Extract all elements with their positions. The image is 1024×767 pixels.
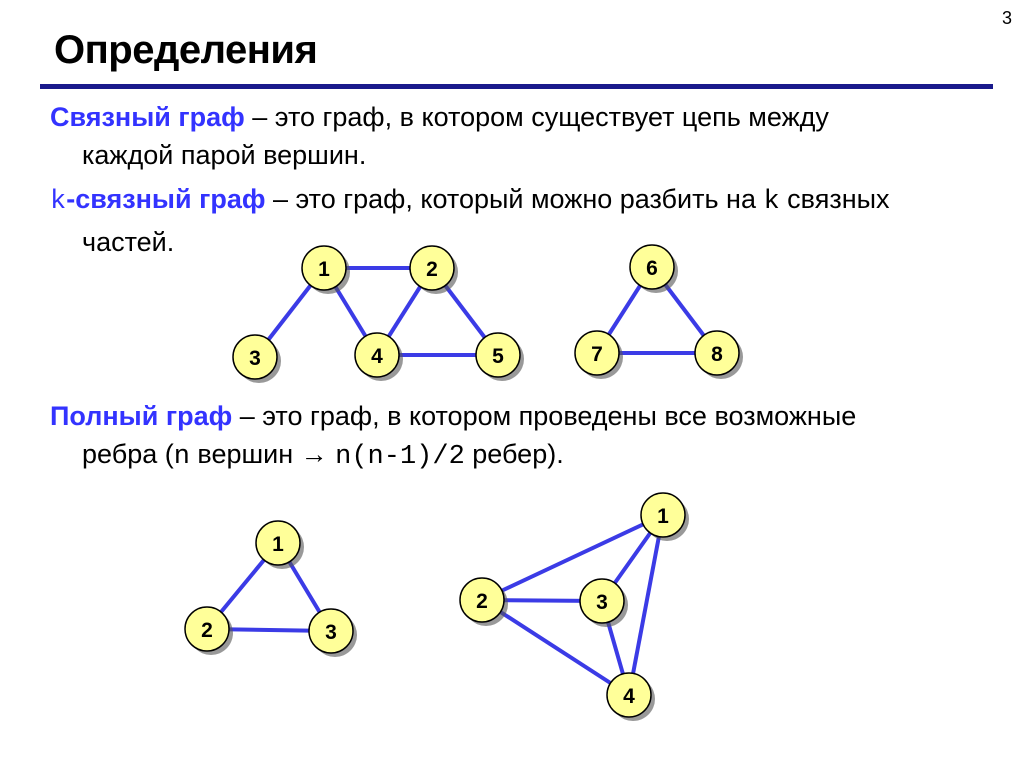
node-circle (475, 332, 521, 378)
node-label: 8 (711, 343, 723, 366)
term-k: k (50, 187, 67, 217)
term: Полный граф (50, 401, 233, 431)
graph-node: 1 (640, 492, 689, 541)
graph-connected_a: 1 2 3 4 5 (232, 245, 524, 383)
graph-node: 1 (255, 520, 304, 569)
graph-node: 1 (301, 245, 350, 294)
node-label: 1 (318, 258, 330, 281)
definition-text-cont: частей. (82, 227, 175, 257)
term: -связный граф (66, 184, 266, 214)
node-circle (301, 245, 347, 291)
node-circle (409, 245, 455, 291)
graph-connected_b: 6 7 8 (574, 244, 743, 379)
node-label: 4 (371, 345, 383, 368)
definition-k-connected: k-связный граф – это граф, который можно… (50, 180, 970, 261)
node-circle (694, 330, 740, 376)
slide-title: Определения (54, 28, 318, 72)
node-circle (255, 520, 301, 566)
text: вершин → (189, 439, 336, 469)
text: ребра ( (82, 439, 174, 469)
graph-node: 3 (232, 334, 281, 383)
page-number: 3 (1001, 8, 1012, 28)
definition-text-cont: каждой парой вершин. (82, 140, 367, 170)
graph-edge (481, 513, 664, 602)
graph-edge (480, 598, 631, 697)
term: Связный граф (50, 102, 245, 132)
node-circle (184, 606, 230, 652)
formula: n(n-1)/2 (335, 442, 465, 472)
node-circle (354, 332, 400, 378)
node-circle (606, 672, 652, 718)
definition-text: – это граф, который можно разбить на (265, 184, 764, 214)
definition-text: связных (779, 184, 890, 214)
graph-node: 2 (184, 606, 233, 655)
node-label: 1 (272, 533, 284, 556)
definition-text: – это граф, в котором проведены все возм… (232, 401, 857, 431)
n-symbol: n (173, 442, 190, 472)
node-label: 7 (591, 343, 603, 366)
graph-node: 2 (459, 577, 508, 626)
graph-node: 2 (409, 245, 458, 294)
node-label: 2 (476, 590, 488, 613)
graph-edge (627, 514, 665, 696)
graph-node: 4 (354, 332, 403, 381)
graph-node: 7 (574, 330, 623, 379)
definition-complete: Полный граф – это граф, в котором провед… (50, 397, 970, 476)
graph-node: 5 (475, 332, 524, 381)
node-circle (459, 577, 505, 623)
node-label: 6 (646, 257, 658, 280)
node-label: 3 (325, 621, 337, 644)
graph-node: 8 (694, 330, 743, 379)
node-circle (308, 608, 354, 654)
node-label: 2 (201, 619, 213, 642)
k-symbol: k (763, 187, 780, 217)
node-label: 3 (596, 591, 608, 614)
definition-connected: Связный граф – это граф, в котором сущес… (50, 98, 970, 174)
definition-text: – это граф, в котором существует цепь ме… (244, 102, 829, 132)
node-label: 2 (426, 258, 438, 281)
node-label: 1 (657, 505, 669, 528)
graph-node: 4 (606, 672, 655, 721)
node-label: 4 (623, 685, 635, 708)
graph-node: 6 (629, 244, 678, 293)
graph-node: 3 (308, 608, 357, 657)
node-circle (640, 492, 686, 538)
graph-complete_k4: 1 2 3 4 (459, 492, 689, 721)
text: ребер). (464, 439, 564, 469)
node-label: 5 (492, 345, 504, 368)
node-circle (629, 244, 675, 290)
node-circle (232, 334, 278, 380)
title-divider (40, 84, 993, 89)
graph-complete_k3: 1 2 3 (184, 520, 357, 657)
node-circle (579, 578, 625, 624)
node-label: 3 (249, 347, 261, 370)
graph-node: 3 (579, 578, 628, 627)
node-circle (574, 330, 620, 376)
